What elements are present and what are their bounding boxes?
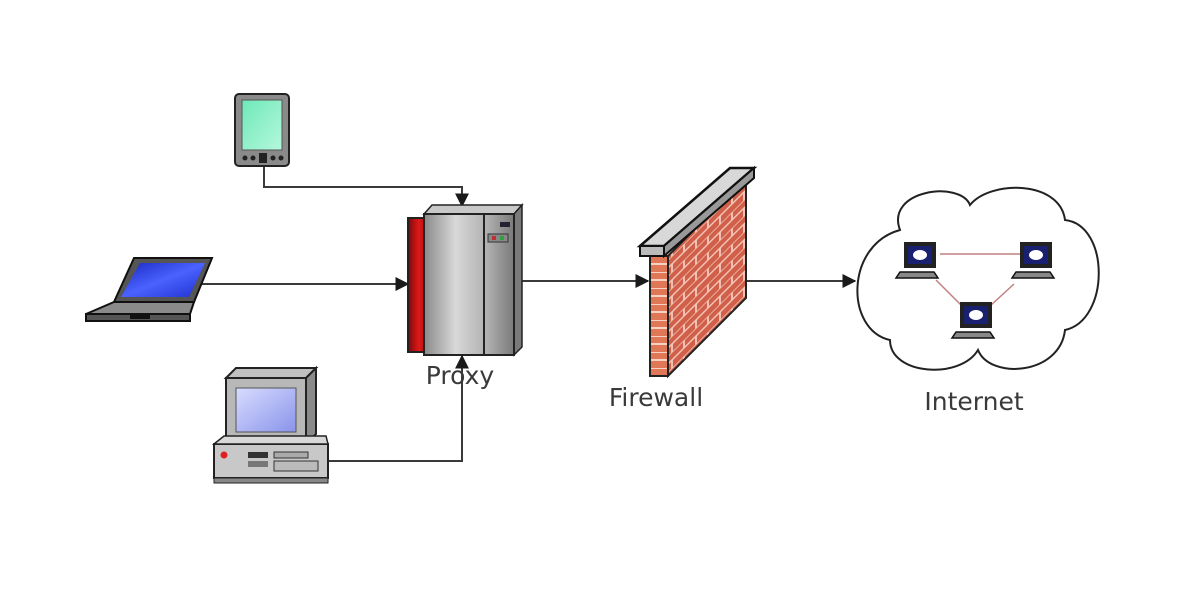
internet-links (935, 253, 1022, 307)
internet-label: Internet (924, 387, 1023, 416)
edge-desktop-proxy (322, 354, 469, 462)
internet-host-icon (1010, 242, 1056, 279)
pda-icon (234, 93, 290, 167)
edge-pda-proxy (263, 165, 469, 208)
desktop-computer-icon (211, 365, 329, 484)
firewall-icon (636, 165, 758, 379)
internet-host-icon (894, 242, 940, 279)
firewall-label: Firewall (609, 383, 703, 412)
internet-cloud-icon (856, 186, 1100, 371)
proxy-server-icon (407, 203, 524, 357)
proxy-label: Proxy (426, 361, 495, 390)
laptop-icon (85, 257, 214, 322)
internet-host-icon (950, 302, 996, 339)
